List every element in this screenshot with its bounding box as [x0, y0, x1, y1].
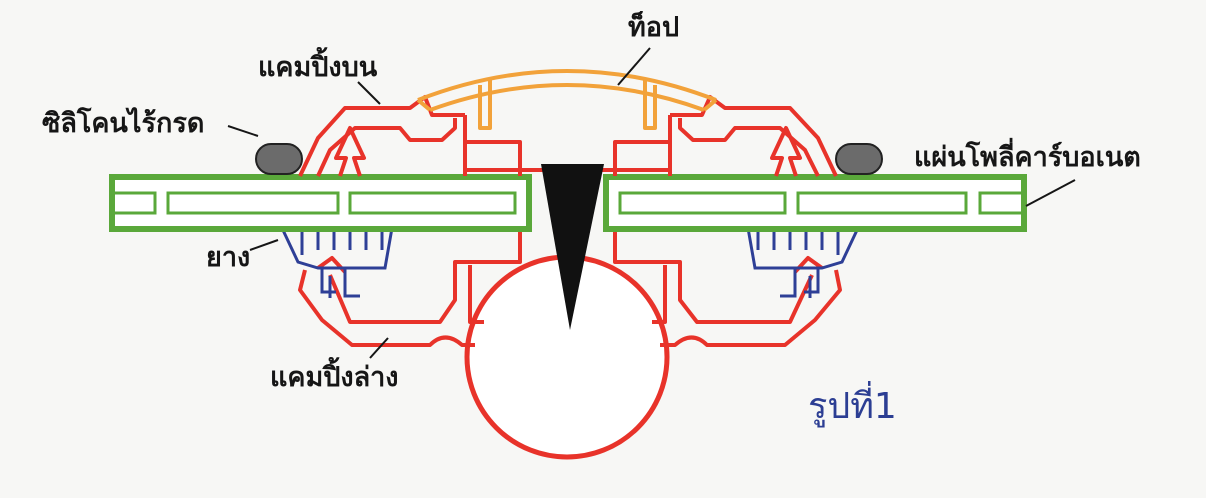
figure-caption: รูปที่1 — [808, 381, 897, 428]
screw-icon — [541, 164, 604, 330]
leader-silicone — [227, 125, 259, 137]
leader-rubber — [249, 239, 279, 251]
polycarbonate-sheet-right — [603, 174, 1027, 232]
top-cap — [416, 69, 718, 130]
rubber-gasket-right — [746, 227, 860, 298]
label-lower-clamp: แคมปิ้งล่าง — [270, 356, 398, 393]
silicone-bead-right — [835, 143, 883, 175]
leader-upper-clamp — [357, 81, 381, 105]
upper-clamp — [298, 95, 838, 177]
label-rubber: ยาง — [206, 242, 250, 273]
rubber-gasket-left — [280, 227, 394, 298]
label-upper-clamp: แคมปิ้งบน — [258, 46, 378, 83]
leader-top-cap — [617, 47, 651, 86]
leader-lower-clamp — [369, 337, 389, 359]
label-top-cap: ท็อป — [628, 9, 679, 43]
silicone-bead-left — [255, 143, 303, 175]
leader-polycarbonate — [1025, 179, 1076, 207]
lower-clamp — [298, 232, 842, 347]
polycarbonate-sheet-left — [109, 174, 532, 232]
label-polycarbonate-sheet: แผ่นโพลี่คาร์บอเนต — [914, 137, 1141, 173]
label-silicone: ซิลิโคนไร้กรด — [42, 106, 204, 139]
